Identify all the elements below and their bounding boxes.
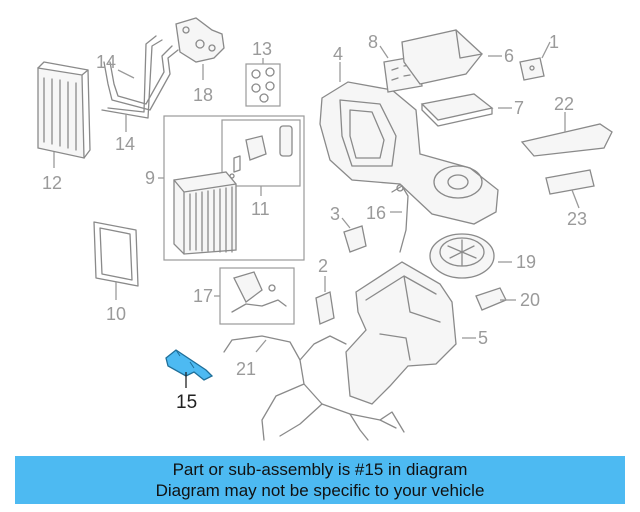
callout-13: 13 (252, 39, 272, 59)
callout-10: 10 (106, 304, 126, 324)
part-16-sensor (391, 184, 409, 253)
group-box-17 (219, 267, 295, 325)
callout-1: 1 (549, 32, 559, 52)
part-5-lower-case (345, 261, 457, 405)
callout-16: 16 (366, 203, 386, 223)
callout-17: 17 (193, 286, 213, 306)
callout-22: 22 (554, 94, 574, 114)
leader-8 (379, 45, 389, 59)
part-11-expansion-valve (229, 125, 293, 179)
part-10-filter-frame (93, 221, 139, 287)
part-2-bracket (315, 291, 335, 325)
callout-11: 11 (251, 199, 270, 219)
part-4-heater-case (319, 81, 499, 225)
callout-3: 3 (330, 204, 340, 224)
caption-line-1: Part or sub-assembly is #15 in diagram (172, 460, 468, 479)
callout-23: 23 (567, 209, 587, 229)
part-18-bracket (175, 17, 225, 63)
callout-6: 6 (504, 46, 514, 66)
leader-14a (117, 69, 135, 79)
callout-14b: 14 (115, 134, 135, 154)
group-box-9 (163, 115, 305, 261)
part-15-highlighted (165, 349, 214, 381)
caption-banner: Part or sub-assembly is #15 in diagram D… (15, 456, 625, 504)
callout-4: 4 (333, 44, 343, 64)
leader-21 (255, 339, 267, 353)
leader-1 (541, 41, 551, 59)
callout-5: 5 (478, 328, 488, 348)
callout-12: 12 (42, 173, 62, 193)
callout-15: 15 (176, 392, 197, 413)
caption-line-2: Diagram may not be specific to your vehi… (155, 481, 485, 500)
part-12-heater-core (37, 61, 91, 159)
part-20-resistor (475, 287, 507, 311)
part-13-seal-kit (245, 63, 281, 107)
part-7-cabin-filter (420, 93, 494, 127)
part-9-evaporator (173, 171, 237, 255)
part-21-wiring-harness (223, 335, 405, 441)
callout-14a: 14 (96, 52, 116, 72)
part-19-blower-motor (429, 233, 495, 279)
part-23-duct-piece (545, 169, 595, 195)
parts-diagram: 12 14 14 18 13 9 11 (37, 17, 613, 441)
callout-7: 7 (514, 98, 524, 118)
callout-21: 21 (236, 359, 256, 379)
part-14-heater-pipes (101, 35, 179, 119)
part-3-actuator (343, 225, 367, 253)
callout-20: 20 (520, 290, 540, 310)
callout-9: 9 (145, 168, 155, 188)
part-22-duct (520, 123, 613, 157)
callout-2: 2 (318, 256, 328, 276)
part-17-actuator (231, 271, 287, 313)
leader-3 (341, 217, 351, 229)
callout-19: 19 (516, 252, 536, 272)
callout-8: 8 (368, 32, 378, 52)
part-15-shape (165, 349, 214, 381)
leader-23 (571, 189, 580, 209)
callout-18: 18 (193, 85, 213, 105)
part-1-clip (519, 57, 545, 81)
part-6-air-duct (401, 29, 483, 85)
